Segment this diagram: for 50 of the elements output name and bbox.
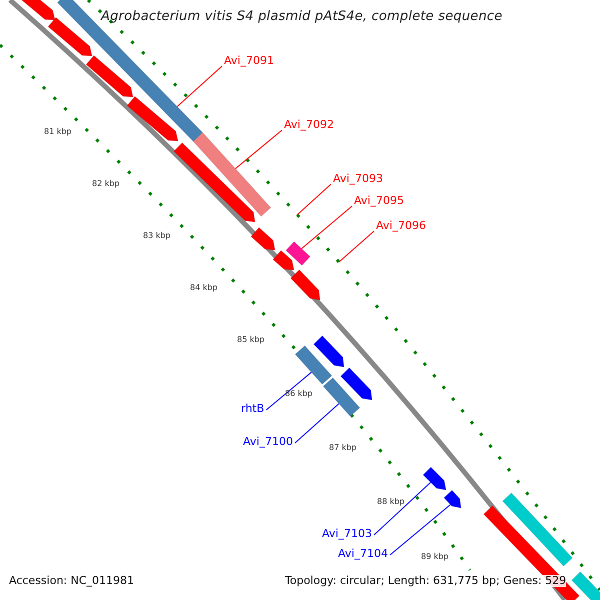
map-summary-text: Topology: circular; Length: 631,775 bp; Genes: 529 [285,575,566,588]
gene-bar [192,132,272,217]
gene-feature [340,368,372,400]
tick-label: 88 kbp [377,498,405,507]
gene-feature [174,142,256,222]
leader-line [294,403,340,444]
leader-line [389,504,451,556]
gene-bar [294,345,332,385]
map-title: Agrobacterium vitis S4 plasmid pAtS4e, complete sequence [101,10,502,24]
tick-label: 83 kbp [143,232,171,241]
tick-label: 89 kbp [421,553,449,562]
gene-label: Avi_7104 [338,548,388,560]
gene-bar [57,0,203,142]
leader-line [176,66,222,107]
gene-label: Avi_7095 [354,195,404,208]
gene-bar [483,506,580,600]
gene-label: Avi_7093 [333,173,383,186]
leader-line [301,206,352,250]
leader-line [338,230,374,262]
tick-label: 81 kbp [44,128,72,137]
gene-feature [444,490,462,508]
gene-label: Avi_7092 [284,119,334,132]
gene-feature [290,270,320,300]
tick-label: 84 kbp [190,284,218,293]
gene-label: Avi_7100 [243,436,293,448]
gene-feature [86,55,134,98]
gene-feature [422,466,446,490]
gene-bar [502,492,573,566]
gene-feature [20,0,56,20]
accession-text: Accession: NC_011981 [9,575,134,588]
tick-label: 87 kbp [329,444,357,453]
gene-feature [126,96,178,142]
gene-bar [286,241,310,266]
gene-label: Avi_7103 [322,528,372,540]
gene-feature [250,227,276,250]
gene-feature [313,336,344,368]
leader-line [234,130,282,170]
gene-label: Avi_7096 [376,220,426,232]
gene-label: rhtB [241,403,264,416]
gene-bar [571,572,600,600]
gene-feature [48,17,92,56]
tick-label: 85 kbp [237,336,265,345]
gene-label: Avi_7091 [224,55,274,68]
tick-label: 86 kbp [285,390,313,399]
tick-label: 82 kbp [92,180,120,189]
gene-feature [272,250,294,270]
leader-line [266,372,312,411]
gene-bar [322,377,360,417]
leader-line [296,184,332,216]
leader-line [373,482,432,536]
